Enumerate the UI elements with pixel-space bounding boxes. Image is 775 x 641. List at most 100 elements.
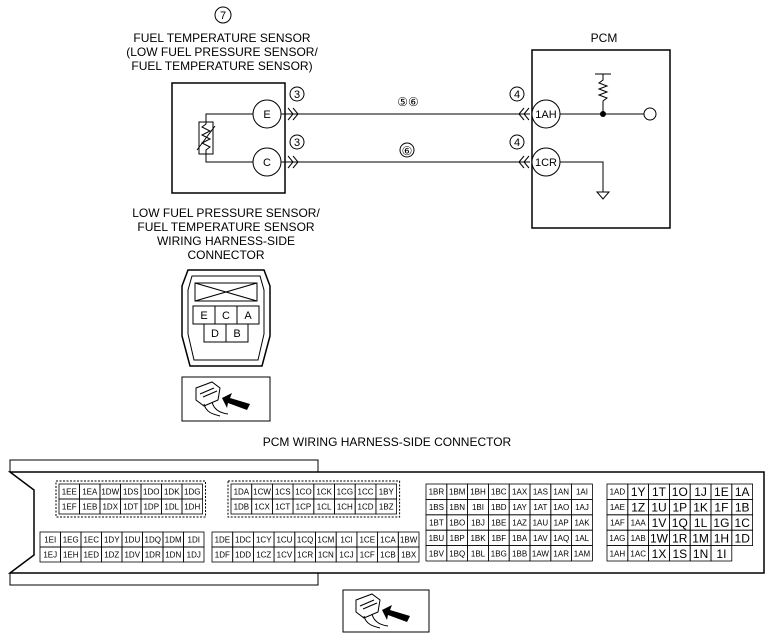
pcm-terminal-1ah-label: 1AH xyxy=(535,109,556,121)
pcm-terminal-label: 1DW xyxy=(101,488,119,497)
pcm-terminal-label: 1EJ xyxy=(43,551,57,560)
pcm-terminal-cell xyxy=(181,498,203,515)
pcm-terminal-label: 1CH xyxy=(337,503,353,512)
pcm-terminal-label: 1F xyxy=(714,501,728,515)
pcm-terminal-label: 1BV xyxy=(429,549,445,558)
pcm-terminal-label: 1G xyxy=(713,516,729,530)
pcm-terminal-label: 1EF xyxy=(62,503,77,512)
sensor-connector-num-1-circle xyxy=(289,86,305,102)
pcm-terminal-label: 1EH xyxy=(63,551,79,560)
sensor-internal-wire-e xyxy=(205,113,253,116)
pcm-terminal-label: 1R xyxy=(672,531,688,545)
thermistor-icon xyxy=(196,116,216,160)
sensor-pin-a: A xyxy=(244,310,252,322)
pcm-terminal-label: 1EI xyxy=(44,536,56,545)
pcm-terminal-label: 1EG xyxy=(63,536,79,545)
pcm-terminal-label: 1BW xyxy=(400,536,418,545)
sensor-index-circle xyxy=(214,6,232,24)
sensor-terminal-c-label: C xyxy=(263,157,271,169)
sensor-terminal-e-label: E xyxy=(263,109,270,121)
sensor-connector-num-1: 3 xyxy=(294,89,300,101)
pcm-terminal-label: 1AH xyxy=(610,549,626,558)
pcm-terminal-label: 1DD xyxy=(235,551,251,560)
pcm-terminal-label: 1BZ xyxy=(379,503,394,512)
pcm-terminal-label: 1DZ xyxy=(104,551,119,560)
pcm-terminal-label: 1N xyxy=(693,547,708,561)
sensor-connector-num-2-circle xyxy=(289,134,305,150)
pcm-terminal-label: 1BX xyxy=(401,551,417,560)
pcm-terminal-label: 1CR xyxy=(297,551,313,560)
pcm-terminal-label: 1I xyxy=(716,547,726,561)
pcm-terminal-label: 1BB xyxy=(512,549,527,558)
pcm-terminal-cell xyxy=(183,546,205,563)
sensor-connector-face xyxy=(181,269,271,367)
pcm-terminal-label: 1DN xyxy=(165,551,181,560)
pcm-terminal-label: 1AX xyxy=(512,488,528,497)
pcm-connector-num-1-circle xyxy=(509,86,525,102)
pcm-title: PCM xyxy=(591,31,618,45)
pcm-terminal-label: 1BF xyxy=(491,534,506,543)
pcm-terminal-label: 1EE xyxy=(62,488,77,497)
sensor-connector-num-2: 3 xyxy=(294,137,300,149)
pcm-terminal-label: 1BP xyxy=(450,534,465,543)
pcm-terminal-label: 1CA xyxy=(380,536,396,545)
pcm-terminal-label: 1Y xyxy=(631,485,646,499)
probe-direction-icon xyxy=(181,376,271,422)
pcm-terminal-label: 1BI xyxy=(472,503,484,512)
pcm-terminal-label: 1CB xyxy=(380,551,396,560)
pcm-terminal-label: 1AW xyxy=(532,549,549,558)
pcm-terminal-label: 1BU xyxy=(429,534,445,543)
sensor-connector-title-line-3: WIRING HARNESS-SIDE xyxy=(157,234,295,248)
pcm-terminal-label: 1AK xyxy=(574,519,590,528)
pcm-terminal-label: 1BA xyxy=(512,534,528,543)
pcm-terminal-label: 1AB xyxy=(631,534,646,543)
pcm-terminal-label: 1AU xyxy=(533,519,549,528)
wire-2-harness: ⑥ xyxy=(402,144,413,158)
pcm-terminal-label: 1CI xyxy=(340,536,352,545)
pcm-terminal-label: 1Q xyxy=(672,516,688,530)
pcm-terminal-label: 1CC xyxy=(358,488,374,497)
pcm-terminal-label: 1DH xyxy=(184,503,200,512)
pcm-terminal-label: 1X xyxy=(652,547,667,561)
pcm-terminal-label: 1V xyxy=(652,516,667,530)
pcm-terminal-label: 1CL xyxy=(317,503,332,512)
pcm-terminal-label: 1BQ xyxy=(449,549,465,558)
pcm-terminal-cell xyxy=(731,529,753,547)
pcm-terminal-label: 1DX xyxy=(102,503,118,512)
pcm-terminal-label: 1BR xyxy=(429,488,445,497)
pcm-terminal-label: 1CW xyxy=(253,488,271,497)
pcm-terminal-label: 1T xyxy=(652,485,667,499)
pcm-terminal-label: 1CT xyxy=(275,503,290,512)
sensor-title-line-3: FUEL TEMPERATURE SENSOR) xyxy=(131,59,312,73)
pcm-terminal-label: 1AO xyxy=(553,503,569,512)
pcm-terminal-label: 1AC xyxy=(630,549,646,558)
pcm-terminal-cell xyxy=(571,545,593,562)
pcm-terminal-label: 1AD xyxy=(610,488,626,497)
pcm-terminal-label: 1S xyxy=(672,547,687,561)
pull-up-resistor-icon xyxy=(595,73,611,114)
pcm-terminal-label: 1J xyxy=(694,485,707,499)
pcm-terminal-label: 1AA xyxy=(631,519,647,528)
probe-direction-icon-pcm xyxy=(342,589,430,633)
sensor-connector-title-line-2: FUEL TEMPERATURE SENSOR xyxy=(137,220,314,234)
pcm-terminal-label: 1DU xyxy=(124,536,140,545)
pcm-terminal-label: 1BM xyxy=(449,488,466,497)
pcm-terminal-label: 1DM xyxy=(165,536,182,545)
pcm-terminal-label: 1CU xyxy=(276,536,292,545)
pcm-terminal-label: 1AT xyxy=(533,503,547,512)
pcm-terminal-label: 1AL xyxy=(575,534,590,543)
pcm-terminal-label: 1BO xyxy=(449,519,465,528)
pcm-terminal-label: 1AN xyxy=(553,488,569,497)
pcm-terminal-label: 1AJ xyxy=(575,503,589,512)
pcm-connector-num-2: 4 xyxy=(514,137,520,149)
pcm-terminal-label: 1CS xyxy=(275,488,291,497)
pcm-terminal-label: 1BH xyxy=(470,488,486,497)
pcm-terminal-label: 1E xyxy=(714,485,729,499)
pcm-terminal-label: 1BE xyxy=(491,519,506,528)
pcm-terminal-label: 1BL xyxy=(471,549,486,558)
pcm-terminal-label: 1P xyxy=(672,501,687,515)
pcm-terminal-label: 1CM xyxy=(317,536,334,545)
pcm-terminal-label: 1BK xyxy=(470,534,486,543)
